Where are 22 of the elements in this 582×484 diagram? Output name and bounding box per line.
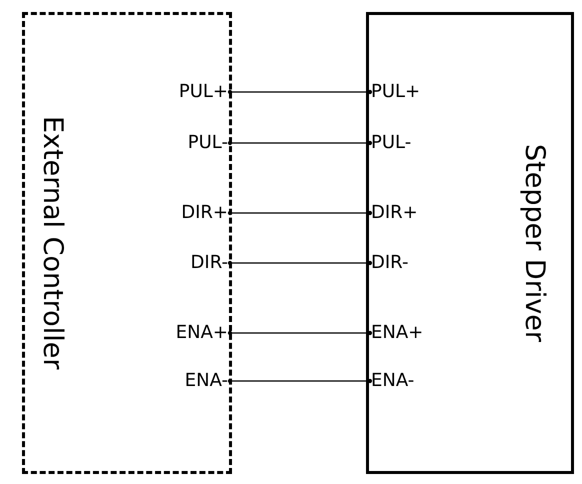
wire <box>228 260 372 266</box>
pin-label: PUL- <box>371 132 412 154</box>
box-title: External Controller <box>37 116 68 370</box>
dashed-box <box>22 12 232 474</box>
pin-label: ENA+ <box>371 322 424 344</box>
pin-label: DIR+ <box>371 202 418 224</box>
box-title: Stepper Driver <box>519 144 550 342</box>
pin-label: ENA- <box>371 370 414 392</box>
pin-label: ENA+ <box>176 322 228 344</box>
device-box <box>366 12 574 474</box>
pin-label: ENA- <box>184 370 228 392</box>
pin-label: DIR- <box>190 252 228 274</box>
pin-label: PUL- <box>188 132 228 154</box>
pin-label: PUL+ <box>178 81 228 103</box>
wire <box>228 90 372 94</box>
wire <box>228 378 372 384</box>
wire <box>228 140 372 146</box>
pin-label: DIR+ <box>181 202 228 224</box>
wire <box>228 330 372 336</box>
pin-label: PUL+ <box>371 81 420 103</box>
pin-label: DIR- <box>371 252 408 274</box>
wire <box>228 210 372 216</box>
